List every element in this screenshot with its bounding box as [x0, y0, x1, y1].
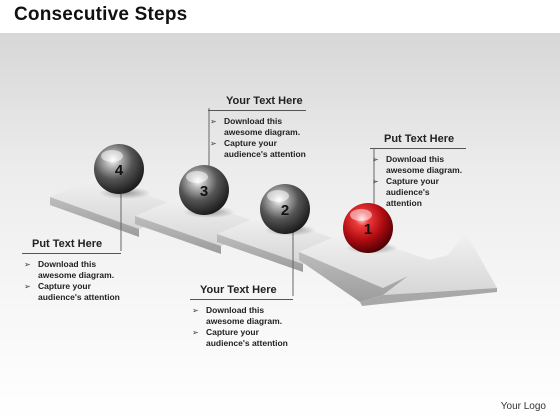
step-ball-4: 4	[94, 144, 144, 194]
callout-heading: Your Text Here	[200, 284, 277, 296]
callout-heading: Put Text Here	[32, 238, 103, 250]
callout-top-center: Your Text Here Download this awesome dia…	[208, 95, 306, 160]
callout-rule	[208, 110, 306, 111]
step-number-2: 2	[281, 202, 289, 219]
callout-bullets: Download this awesome diagram. Capture y…	[208, 116, 306, 160]
callout-heading: Put Text Here	[384, 133, 455, 145]
bullet-item: Download this awesome diagram.	[370, 154, 466, 176]
step-number-1: 1	[364, 221, 372, 238]
callout-bullets: Download this awesome diagram. Capture y…	[22, 259, 121, 303]
step-ball-2: 2	[260, 184, 310, 234]
bullet-item: Capture your audience's attention	[22, 281, 121, 303]
header: Consecutive Steps	[0, 0, 560, 33]
callout-left: Put Text Here Download this awesome diag…	[22, 238, 121, 303]
callout-bullets: Download this awesome diagram. Capture y…	[370, 154, 466, 209]
step-number-3: 3	[200, 183, 208, 200]
bullet-item: Download this awesome diagram.	[190, 305, 293, 327]
callout-top-right: Put Text Here Download this awesome diag…	[370, 133, 466, 209]
bullet-item: Download this awesome diagram.	[208, 116, 306, 138]
bullet-item: Capture your audience's attention	[370, 176, 466, 209]
step-number-4: 4	[115, 162, 124, 179]
step-ball-1: 1	[343, 203, 393, 253]
logo-text: Your Logo	[500, 401, 546, 412]
bullet-item: Download this awesome diagram.	[22, 259, 121, 281]
bullet-item: Capture your audience's attention	[208, 138, 306, 160]
step-arrow-slab-1	[299, 232, 497, 306]
callout-heading: Your Text Here	[226, 95, 303, 107]
callout-rule	[190, 299, 293, 300]
callout-bullets: Download this awesome diagram. Capture y…	[190, 305, 293, 349]
step-ball-3: 3	[179, 165, 229, 215]
callout-bottom-center: Your Text Here Download this awesome dia…	[190, 284, 293, 349]
bullet-item: Capture your audience's attention	[190, 327, 293, 349]
page-title: Consecutive Steps	[14, 4, 188, 25]
callout-rule	[370, 148, 466, 149]
callout-rule	[22, 253, 121, 254]
